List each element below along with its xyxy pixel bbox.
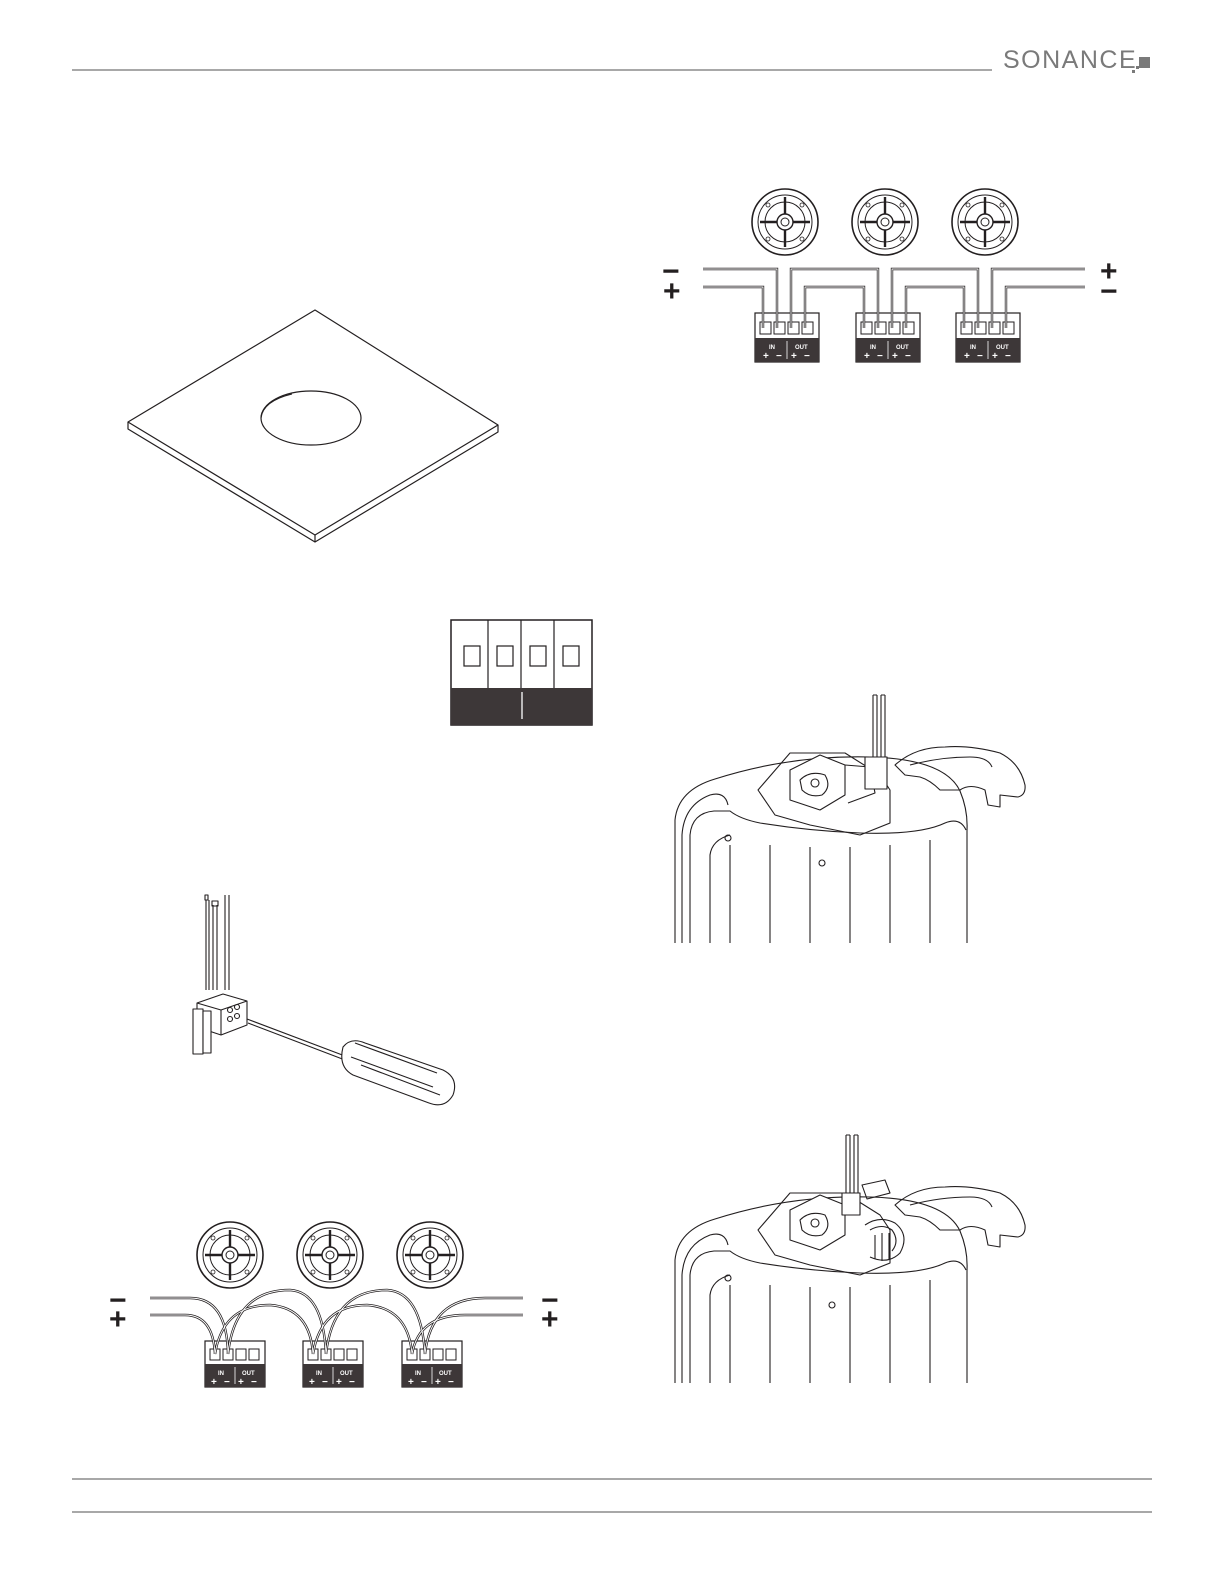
speaker-icon: [852, 189, 918, 255]
terminal-label-minus: −: [349, 1377, 355, 1388]
terminal-block: IN OUT + − + −: [856, 313, 920, 362]
terminal-label-minus: −: [224, 1377, 230, 1388]
footer-rule-top: [72, 1478, 1152, 1480]
footer-rule-bottom: [72, 1511, 1152, 1513]
terminal-label-plus: +: [763, 351, 769, 362]
terminal-label-plus: +: [238, 1377, 244, 1388]
speaker-icon: [297, 1222, 363, 1288]
terminal-label-plus: +: [336, 1377, 342, 1388]
brand-logo-text: SONANCE: [1003, 46, 1137, 75]
mounting-panel-illustration: [120, 305, 510, 545]
terminal-label-minus: −: [977, 351, 983, 362]
terminal-block: IN OUT + − + −: [956, 313, 1020, 362]
terminal-label-plus: +: [992, 351, 998, 362]
speaker-icon: [752, 189, 818, 255]
polarity-left-bottom: +: [663, 275, 681, 308]
speaker-icon: [197, 1222, 263, 1288]
terminal-label-minus: −: [877, 351, 883, 362]
connector-screwdriver-illustration: [175, 895, 465, 1120]
terminal-label-in: IN: [870, 345, 876, 351]
terminal-block-illustration: [450, 619, 595, 729]
terminal-label-minus: −: [251, 1377, 257, 1388]
terminal-label-in: IN: [769, 345, 775, 351]
wiring-diagram-series: IN OUT + − + − IN OUT + − + − IN OUT + −…: [660, 185, 1140, 375]
terminal-label-minus: −: [421, 1377, 427, 1388]
speaker-connector-seated-illustration: [670, 1135, 1040, 1385]
terminal-label-minus: −: [322, 1377, 328, 1388]
speaker-icon: [952, 189, 1018, 255]
terminal-label-minus: −: [1005, 351, 1011, 362]
polarity-right-bottom: +: [541, 1303, 559, 1336]
terminal-label-minus: −: [776, 351, 782, 362]
terminal-label-minus: −: [804, 351, 810, 362]
terminal-label-plus: +: [408, 1377, 414, 1388]
terminal-label-minus: −: [448, 1377, 454, 1388]
terminal-label-plus: +: [791, 351, 797, 362]
polarity-right-bottom: −: [1100, 275, 1118, 308]
terminal-label-minus: −: [905, 351, 911, 362]
terminal-label-plus: +: [435, 1377, 441, 1388]
terminal-label-plus: +: [892, 351, 898, 362]
speaker-icon: [397, 1222, 463, 1288]
speaker-connector-insert-illustration: [670, 695, 1040, 945]
header-rule: [72, 69, 992, 71]
terminal-label-plus: +: [211, 1377, 217, 1388]
terminal-label-in: IN: [970, 345, 976, 351]
wiring-diagram-parallel: IN OUT + − + − IN OUT + − + − IN OUT + −…: [105, 1220, 585, 1395]
terminal-label-plus: +: [964, 351, 970, 362]
terminal-block: IN OUT + − + −: [755, 313, 819, 362]
terminal-label-plus: +: [309, 1377, 315, 1388]
terminal-label-plus: +: [864, 351, 870, 362]
sonance-logo-mark-icon: [1132, 55, 1152, 75]
polarity-left-bottom: +: [109, 1303, 127, 1336]
